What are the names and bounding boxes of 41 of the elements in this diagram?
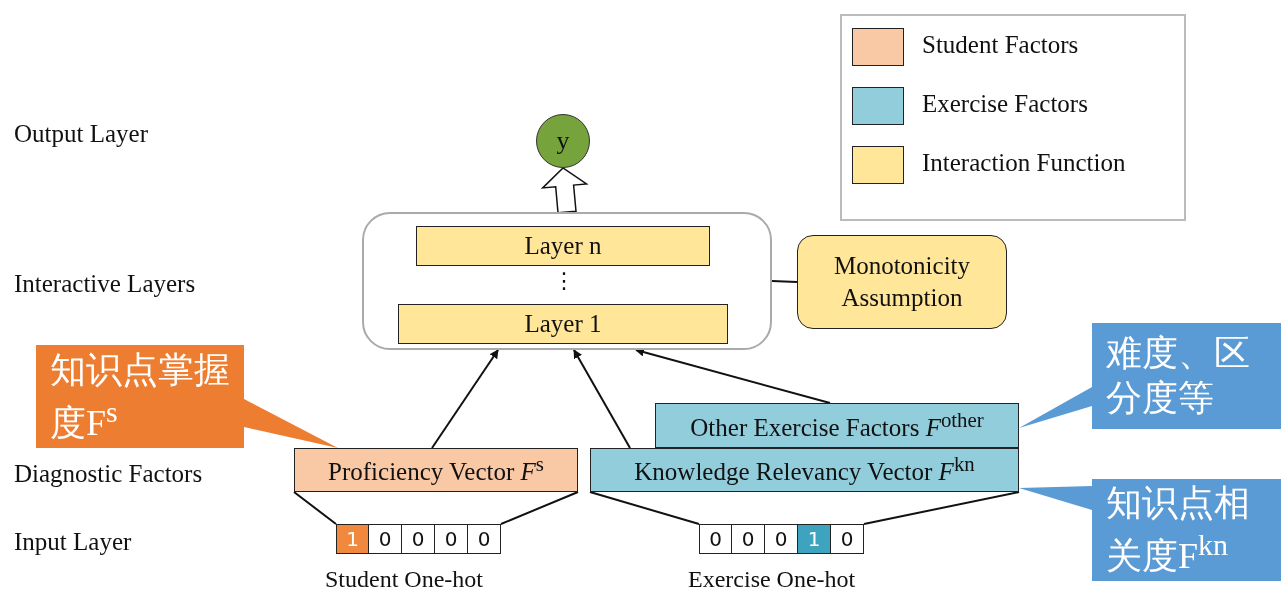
legend-label: Interaction Function xyxy=(922,149,1126,177)
one-hot-digit: 0 xyxy=(831,524,864,554)
one-hot-vector xyxy=(336,524,501,554)
arrow xyxy=(635,347,831,404)
layer-label: Interactive Layers xyxy=(14,270,196,298)
projection-lines xyxy=(293,491,579,525)
factor-box: Proficiency Vector F$^{s}$ xyxy=(294,448,578,492)
factor-box: Knowledge Relevancy Vector F$^{kn}$ xyxy=(590,448,1019,492)
callout-box: 知识点掌握度F$^{s}$ xyxy=(36,345,244,448)
one-hot-digit: 1 xyxy=(798,524,831,554)
hollow-arrow xyxy=(540,167,589,214)
one-hot-digit: 0 xyxy=(468,524,501,554)
callout-pointer xyxy=(244,399,338,448)
layer-box: Layer n xyxy=(416,226,710,266)
factor-box: Other Exercise Factors F$^{other}$ xyxy=(655,403,1019,448)
legend-label: Student Factors xyxy=(922,31,1079,59)
arrow xyxy=(573,349,631,449)
one-hot-digit: 0 xyxy=(369,524,402,554)
layer-label: Output Layer xyxy=(14,120,148,148)
projection-lines xyxy=(589,491,1020,525)
vector-caption: Student One-hot xyxy=(325,566,483,593)
assumption-box: Monotonicity Assumption xyxy=(797,235,1007,329)
callout-box: 难度、区分度等 xyxy=(1092,323,1281,429)
one-hot-digit: 0 xyxy=(402,524,435,554)
one-hot-digit: 0 xyxy=(435,524,468,554)
one-hot-digit: 0 xyxy=(699,524,732,554)
ellipsis: ⋮ xyxy=(553,268,575,293)
layer-label: Input Layer xyxy=(14,528,132,556)
one-hot-vector xyxy=(699,524,864,554)
one-hot-digit: 0 xyxy=(732,524,765,554)
interactive-layers-container xyxy=(362,212,772,350)
arrow xyxy=(431,349,499,449)
layer-box: Layer 1 xyxy=(398,304,728,344)
vector-caption: Exercise One-hot xyxy=(688,566,856,593)
callout-pointer xyxy=(1019,387,1092,428)
legend-label: Exercise Factors xyxy=(922,90,1088,118)
one-hot-digit: 1 xyxy=(336,524,369,554)
layer-label: Diagnostic Factors xyxy=(14,460,203,488)
callout-pointer xyxy=(1019,486,1092,510)
output-node-circle: y xyxy=(536,114,590,168)
callout-box: 知识点相关度F$^{kn}$ xyxy=(1092,479,1281,581)
